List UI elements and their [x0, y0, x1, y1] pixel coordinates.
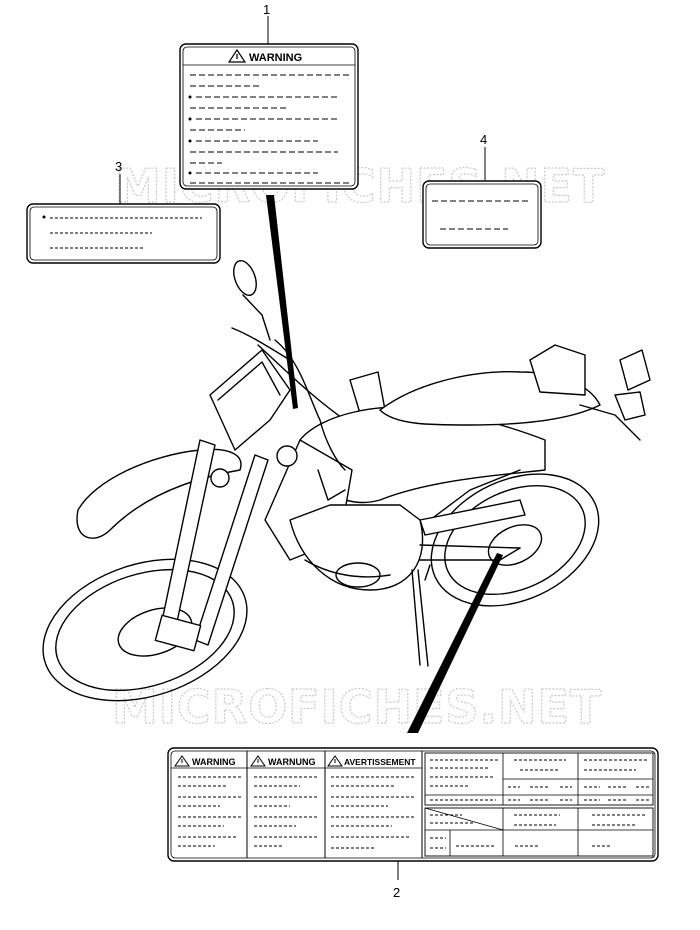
label-3	[26, 203, 221, 264]
watermark-bottom: MICROFICHES.NET	[112, 680, 602, 734]
callout-3: 3	[115, 159, 122, 174]
callout-1: 1	[263, 2, 270, 17]
label-2-title-de: WARNUNG	[268, 757, 316, 767]
callout-4: 4	[480, 132, 487, 147]
label-1-warning: WARNING	[179, 43, 359, 190]
label-2-title-fr: AVERTISSEMENT	[344, 757, 416, 767]
label-2-multilingual: WARNING WARNUNG AVERTISSEMENT	[167, 747, 659, 862]
motorcycle-illustration	[42, 260, 651, 702]
label-2-title-en: WARNING	[192, 757, 236, 767]
leader-2	[407, 553, 503, 733]
label-1-title: WARNING	[249, 52, 302, 64]
leader-1	[266, 195, 298, 409]
warning-triangle-icon	[227, 48, 247, 63]
label-4	[422, 180, 542, 249]
callout-2: 2	[393, 885, 400, 900]
